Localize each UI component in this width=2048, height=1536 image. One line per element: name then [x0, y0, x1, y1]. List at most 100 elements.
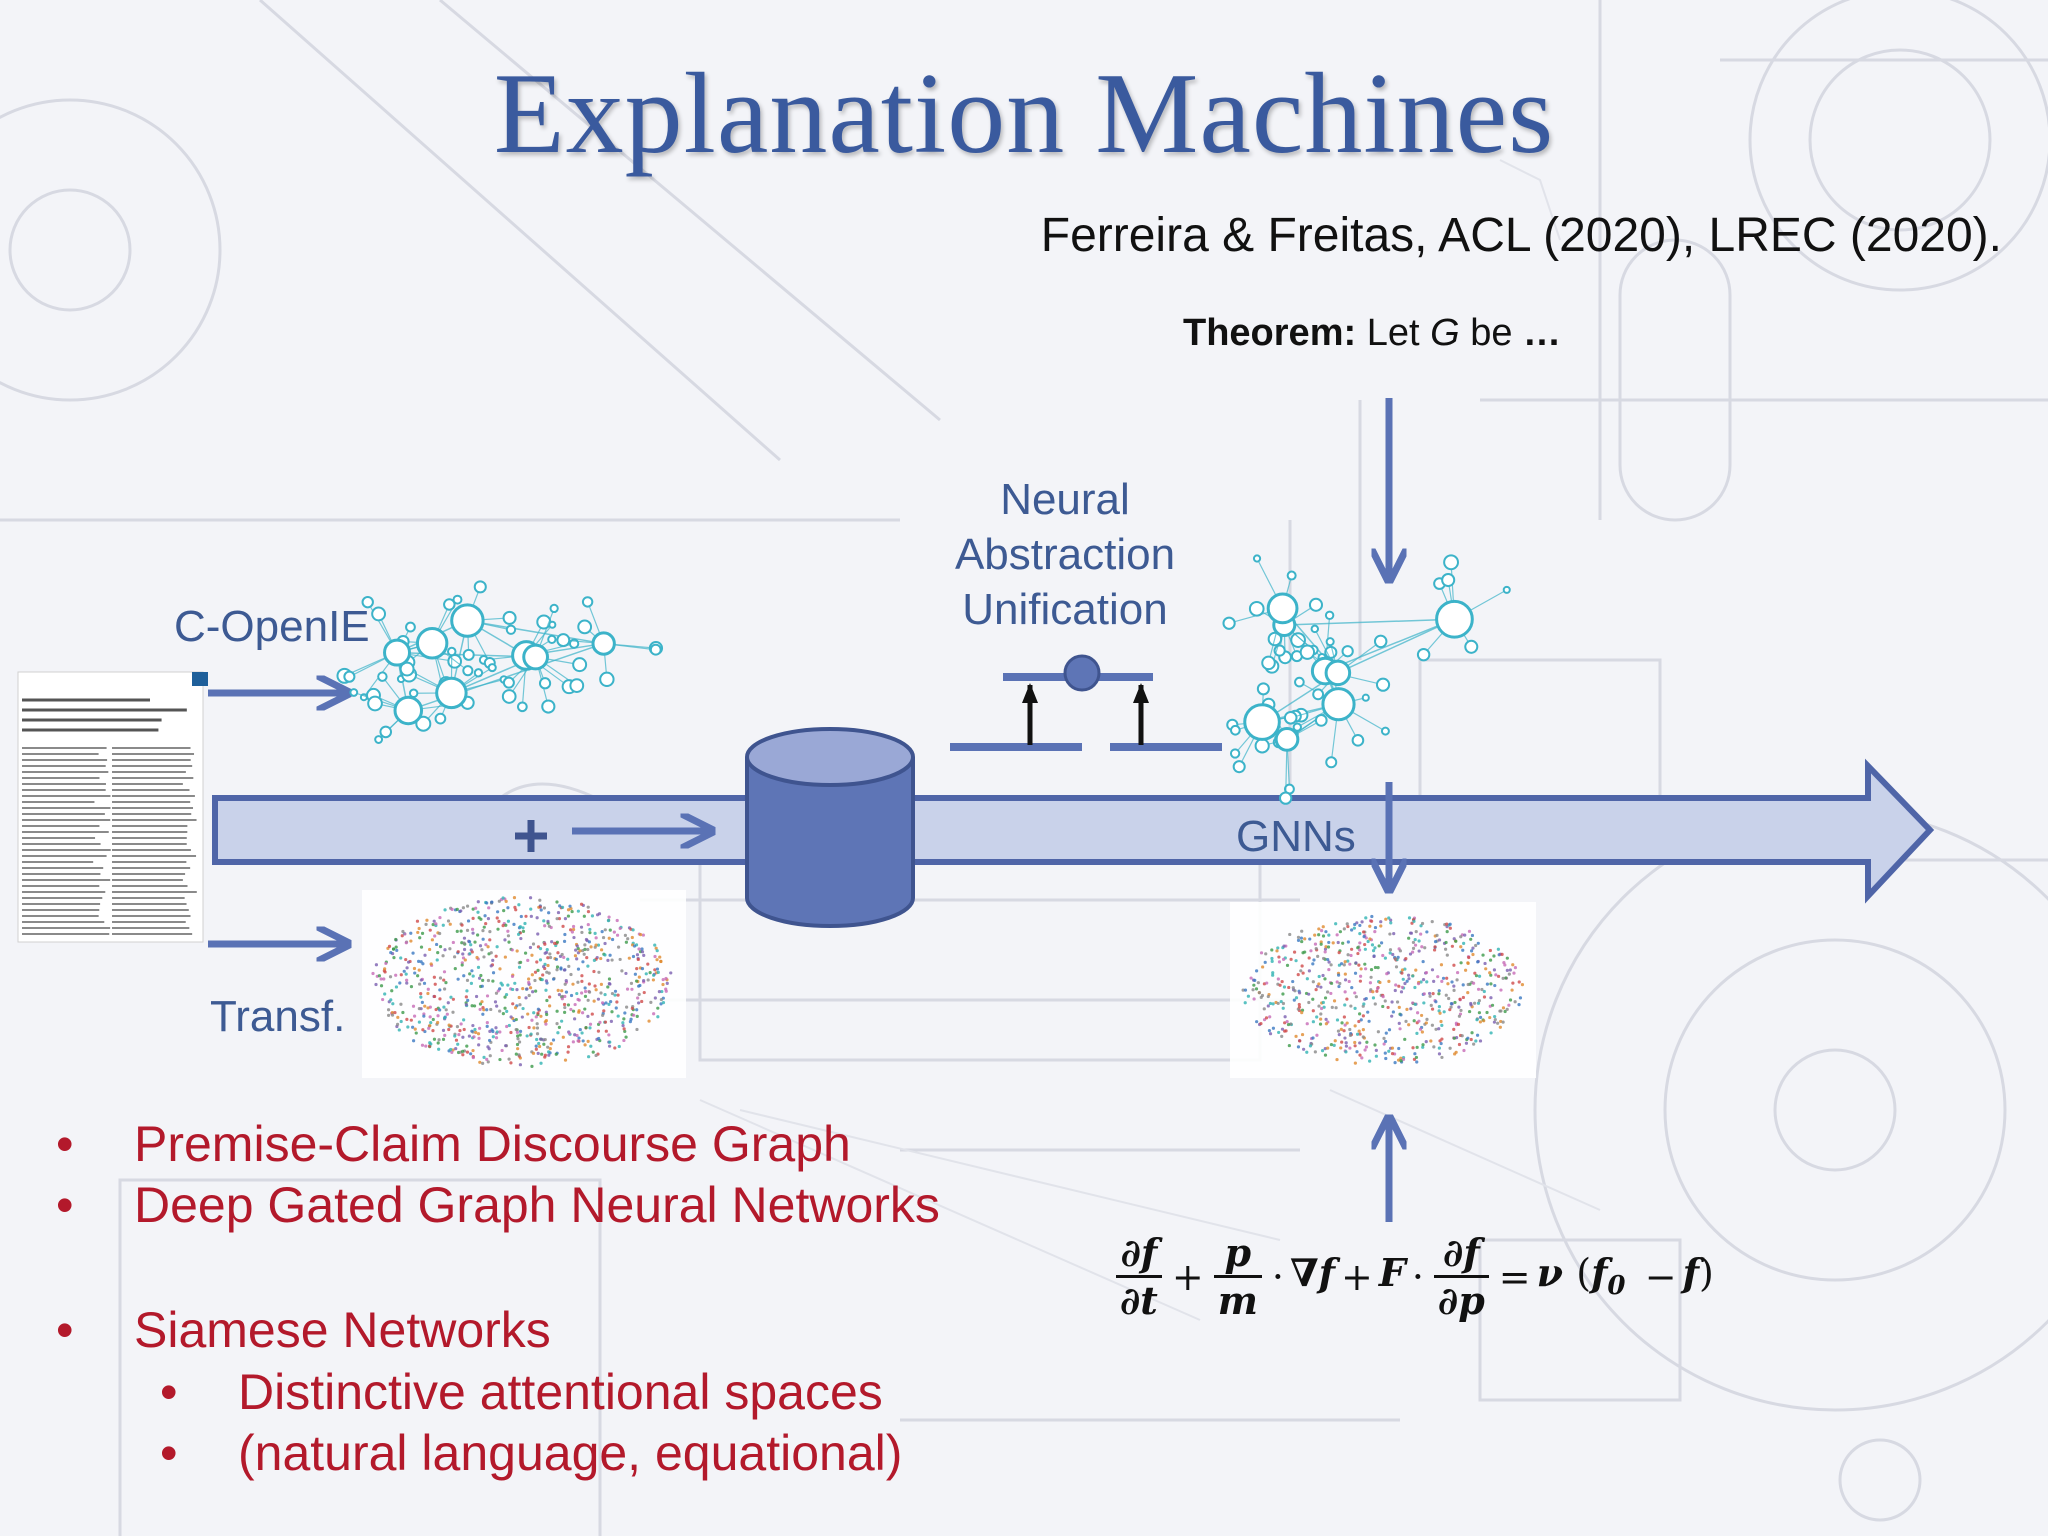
scatter-point	[519, 960, 523, 964]
scatter-point	[580, 1011, 585, 1015]
scatter-point	[1376, 1030, 1380, 1034]
scatter-point	[1371, 990, 1375, 994]
scatter-point	[444, 1008, 448, 1012]
bullet-text: (natural language, equational)	[238, 1425, 903, 1481]
scatter-point	[1308, 937, 1312, 941]
scatter-point	[1464, 968, 1468, 972]
scatter-point	[602, 1009, 606, 1013]
scatter-point	[595, 913, 600, 917]
scatter-point	[463, 958, 467, 962]
scatter-point	[543, 1037, 547, 1042]
scatter-point	[633, 972, 637, 976]
scatter-point	[1446, 982, 1450, 986]
scatter-point	[655, 958, 659, 962]
scatter-point	[1268, 1032, 1273, 1036]
scatter-point	[1291, 986, 1295, 990]
scatter-point	[424, 922, 428, 926]
scatter-point	[573, 1017, 577, 1021]
scatter-point	[1407, 973, 1411, 977]
scatter-point	[1417, 1019, 1421, 1023]
scatter-point	[631, 928, 635, 932]
scatter-point	[409, 939, 413, 943]
scatter-point	[505, 1024, 509, 1029]
scatter-point	[548, 952, 552, 956]
scatter-point	[438, 976, 443, 980]
scatter-point	[548, 995, 552, 999]
transf-label: Transf.	[210, 992, 346, 1041]
scatter-point	[1359, 1018, 1363, 1022]
scatter-point	[555, 968, 559, 972]
scatter-point	[582, 914, 586, 918]
scatter-point	[563, 1010, 567, 1014]
scatter-point	[458, 1029, 462, 1033]
scatter-point	[559, 967, 563, 971]
scatter-point	[418, 982, 422, 986]
scatter-point	[599, 991, 603, 995]
scatter-point	[557, 1025, 562, 1030]
scatter-point	[1330, 1005, 1334, 1009]
scatter-point	[623, 1029, 627, 1034]
scatter-point	[637, 1001, 641, 1005]
scatter-point	[1396, 1058, 1401, 1062]
scatter-point	[601, 1013, 605, 1018]
scatter-point	[1363, 962, 1367, 966]
scatter-point	[578, 949, 582, 953]
scatter-point	[1421, 1045, 1425, 1049]
scatter-point	[566, 1045, 571, 1049]
scatter-point	[542, 906, 547, 910]
scatter-point	[518, 1063, 523, 1067]
scatter-point	[1471, 952, 1475, 957]
scatter-point	[448, 922, 452, 926]
scatter-point	[1489, 973, 1493, 977]
scatter-point	[1403, 981, 1407, 986]
scatter-point	[1445, 953, 1449, 957]
scatter-point	[665, 981, 669, 985]
scatter-point	[1335, 933, 1339, 937]
network-node	[1232, 760, 1246, 774]
scatter-point	[434, 1007, 438, 1012]
scatter-point	[1419, 980, 1423, 984]
scatter-point	[1489, 996, 1493, 1000]
scatter-point	[1357, 1019, 1361, 1024]
scatter-point	[1293, 989, 1297, 993]
scatter-point	[1319, 940, 1323, 944]
scatter-point	[436, 1020, 440, 1025]
scatter-point	[1461, 995, 1465, 1000]
scatter-point	[1344, 1050, 1348, 1054]
scatter-point	[542, 964, 546, 969]
scatter-point	[1449, 1002, 1454, 1006]
scatter-point	[406, 960, 411, 964]
scatter-point	[436, 1041, 440, 1045]
scatter-point	[1493, 1017, 1497, 1022]
scatter-point	[618, 957, 622, 962]
scatter-point	[560, 994, 565, 999]
network-hub	[415, 627, 449, 660]
scatter-point	[399, 973, 403, 977]
scatter-point	[487, 1038, 492, 1043]
scatter-point	[521, 929, 526, 933]
c-openie-label: C-OpenIE	[174, 602, 370, 651]
scatter-point	[594, 988, 598, 992]
scatter-point	[423, 1004, 427, 1008]
scatter-point	[1323, 1053, 1328, 1057]
scatter-point	[1317, 933, 1321, 937]
scatter-point	[1508, 998, 1513, 1002]
scatter-point	[1385, 972, 1389, 976]
scatter-point	[603, 992, 607, 997]
scatter-point	[646, 978, 650, 982]
scatter-point	[465, 904, 470, 908]
scatter-point	[1354, 995, 1358, 999]
scatter-point	[1353, 1044, 1357, 1048]
bullet-text: Distinctive attentional spaces	[238, 1364, 883, 1420]
scatter-point	[1324, 945, 1328, 949]
scatter-point	[622, 1017, 626, 1021]
scatter-point	[1311, 997, 1315, 1001]
scatter-point	[1329, 991, 1333, 996]
scatter-point	[405, 978, 409, 982]
scatter-point	[646, 962, 650, 966]
scatter-point	[449, 1047, 453, 1052]
scatter-point	[514, 1027, 518, 1032]
scatter-point	[596, 1029, 601, 1033]
scatter-point	[459, 1022, 463, 1026]
scatter-point	[613, 993, 617, 997]
